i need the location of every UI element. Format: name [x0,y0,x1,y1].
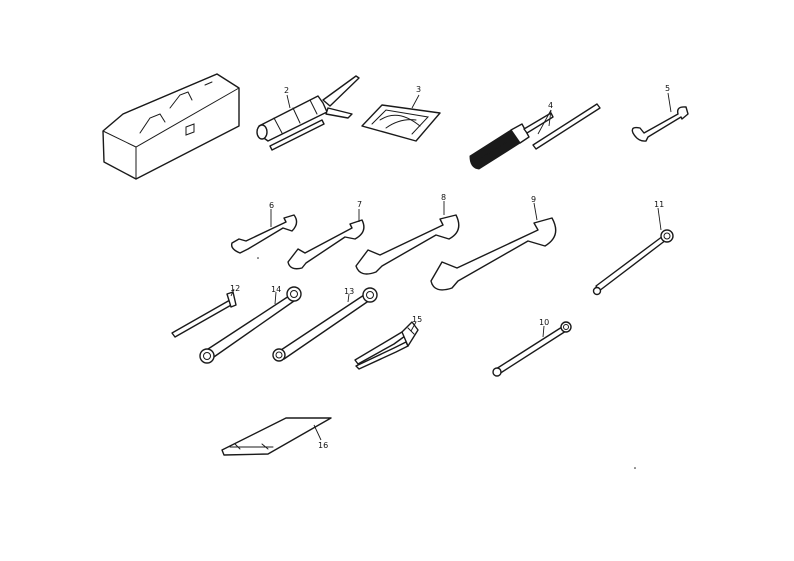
callout-6: 6 [269,201,274,210]
hex-key-12-icon [171,291,237,338]
callout-12: 12 [230,284,240,293]
wrench-5-icon [631,106,689,142]
callout-13: 13 [344,287,354,296]
pliers-15-icon [354,321,419,370]
wrench-14-icon [199,286,302,364]
wrench-9-icon [430,217,557,291]
manual-pouch-icon [361,104,441,142]
callout-11: 11 [654,200,664,209]
wrench-10-icon [492,321,572,377]
callout-8: 8 [441,193,446,202]
wrench-8-icon [355,214,460,275]
grease-gun-icon [256,75,360,151]
callout-15: 15 [412,315,422,324]
tool-bag-16-icon [221,417,332,456]
tool-box-icon [102,73,240,180]
callout-7: 7 [357,200,362,209]
callout-14: 14 [271,285,281,294]
callout-2: 2 [284,86,289,95]
dot-mark [634,467,636,469]
callout-10: 10 [539,318,549,327]
wrench-11-icon [592,229,674,296]
dot-mark [257,257,259,259]
screwdriver-icon [469,103,601,170]
leader-lines [230,92,672,441]
wrench-13-icon [272,287,378,362]
callout-5: 5 [665,84,670,93]
wrench-6-icon [230,214,298,254]
callout-labels: 2 3 4 5 6 7 8 9 10 11 12 13 14 15 16 [230,84,670,450]
callout-9: 9 [531,195,536,204]
callout-4: 4 [548,101,553,110]
callout-3: 3 [416,85,421,94]
callout-16: 16 [318,441,328,450]
wrench-7-icon [287,219,365,270]
